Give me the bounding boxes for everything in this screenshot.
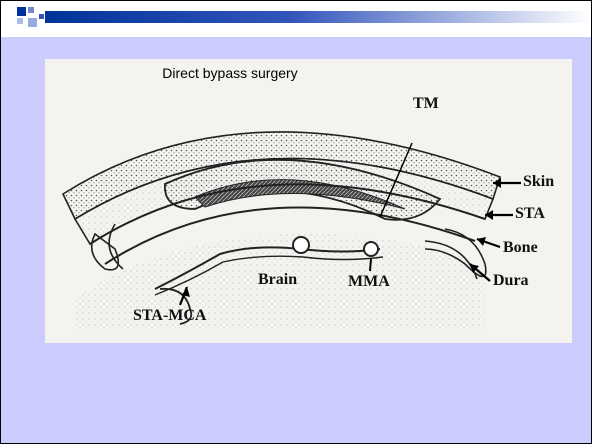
label-tm: TM (413, 95, 439, 113)
label-sta-mca: STA-MCA (133, 307, 206, 325)
anatomy-figure: Direct bypass surgery (45, 59, 572, 343)
label-skin: Skin (523, 173, 554, 191)
label-mma: MMA (348, 273, 390, 291)
title-bar (1, 1, 591, 37)
label-brain: Brain (258, 271, 297, 289)
label-dura: Dura (493, 272, 529, 290)
mma-vessel-2 (364, 242, 378, 256)
label-bone: Bone (503, 239, 538, 257)
bypass-illustration (45, 59, 572, 343)
label-sta: STA (515, 205, 545, 223)
title-band (45, 11, 591, 23)
mma-vessel-1 (293, 237, 309, 253)
